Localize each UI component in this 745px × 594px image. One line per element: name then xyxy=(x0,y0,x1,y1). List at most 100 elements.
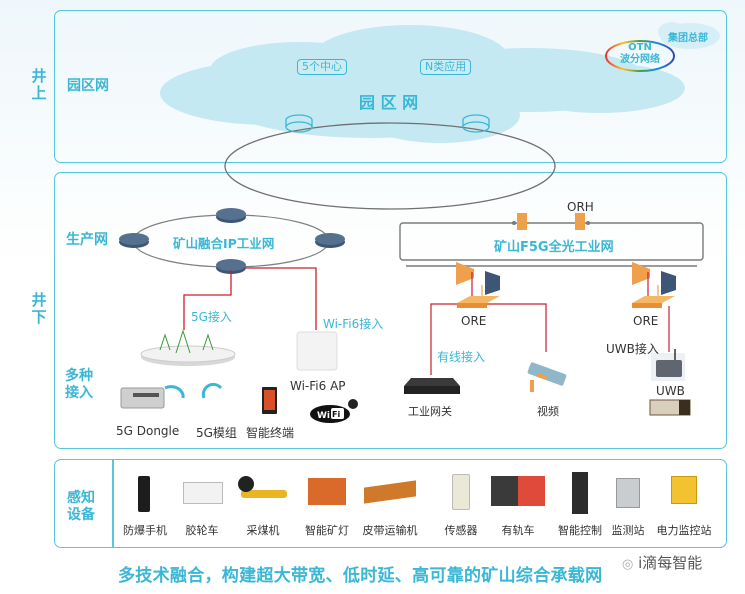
orh-icon xyxy=(575,213,585,230)
ore-right-label: ORE xyxy=(633,314,659,328)
watermark-text: i滴每智能 xyxy=(638,554,703,572)
access-label: 多种 接入 xyxy=(65,368,93,402)
link-wired-label: 有线接入 xyxy=(437,350,486,364)
sensing-item-phone: 防爆手机 xyxy=(123,470,167,537)
smart-terminal-icon xyxy=(262,387,277,414)
ore-device-icon xyxy=(457,296,500,308)
watermark: ◎ i滴每智能 xyxy=(622,552,702,573)
hq-label: 集团总部 xyxy=(668,33,708,44)
svg-text:Fi: Fi xyxy=(332,410,340,419)
link-video xyxy=(487,303,547,352)
underground-panel xyxy=(54,172,727,449)
sensing-item-label: 采煤机 xyxy=(246,524,280,537)
access-label-line2: 接入 xyxy=(65,385,93,401)
above-ground-text: 井上 xyxy=(31,67,47,102)
otn-label-line2: 波分网络 xyxy=(620,54,660,65)
sensing-item-control: 智能控制 xyxy=(556,470,604,537)
monitoring-station-icon xyxy=(616,478,640,508)
f5g-box xyxy=(399,222,704,261)
campus-panel xyxy=(54,10,727,163)
sensing-item-truck: 胶轮车 xyxy=(178,470,226,537)
gateway-label: 工业网关 xyxy=(408,405,452,418)
wifi6-ap-icon xyxy=(296,331,338,371)
sensing-item-label: 皮带运输机 xyxy=(362,524,418,537)
explosion-proof-phone-icon xyxy=(138,476,150,512)
sensing-label-line1: 感知 xyxy=(67,490,95,506)
link-wired xyxy=(430,303,457,375)
uwb-label: UWB xyxy=(656,384,685,398)
above-ground-label: 井上 xyxy=(30,68,48,102)
sensing-item-shearer: 采煤机 xyxy=(235,470,291,537)
ip-switch-icon xyxy=(216,259,246,274)
core-ring xyxy=(224,122,556,210)
smart-mining-lamp-icon xyxy=(308,478,346,505)
campus-cloud xyxy=(160,25,685,143)
sensing-divider xyxy=(112,460,114,547)
terminal-label: 智能终端 xyxy=(246,426,295,440)
orh-icon xyxy=(517,213,527,230)
sensing-item-sensor: 传感器 xyxy=(441,470,481,537)
uwb-anchor-icon xyxy=(651,349,685,381)
tag-5-centers: 5个中心 xyxy=(297,59,347,75)
wechat-icon: ◎ xyxy=(622,557,634,572)
sensing-panel xyxy=(54,459,727,548)
uwb-tag-icon xyxy=(649,399,691,416)
link-uwb-label: UWB接入 xyxy=(606,342,659,356)
campus-router-icon xyxy=(462,114,490,133)
ore-left-label: ORE xyxy=(461,314,487,328)
ip-switch-icon xyxy=(119,233,149,248)
below-ground-text: 井下 xyxy=(31,291,47,326)
coal-shearer-icon xyxy=(241,490,287,498)
sensing-item-label: 监测站 xyxy=(611,524,645,537)
sensing-item-lamp: 智能矿灯 xyxy=(304,470,350,537)
sensing-label-line2: 设备 xyxy=(67,507,95,523)
sensing-item-label: 智能控制 xyxy=(558,524,602,537)
sensing-item-monitor-station: 监测站 xyxy=(608,470,648,537)
5g-dongle-icon xyxy=(120,387,165,409)
wifi6-logo-icon: Wi Fi xyxy=(310,399,358,423)
access-label-line1: 多种 xyxy=(65,368,93,384)
campus-router-icon xyxy=(285,114,313,133)
f5g-title: 矿山F5G全光工业网 xyxy=(494,240,614,255)
ip-ring-title: 矿山融合IP工业网 xyxy=(173,236,275,251)
rail-vehicle-icon xyxy=(491,476,545,506)
rubber-tire-vehicle-icon xyxy=(183,482,223,504)
link-wifi6 xyxy=(246,267,317,330)
shearer-drum-icon xyxy=(238,476,254,492)
sensing-item-label: 防爆手机 xyxy=(123,524,167,537)
5g-base-station-icon xyxy=(140,329,236,366)
sensing-label: 感知 设备 xyxy=(67,490,95,524)
sensing-item-label: 传感器 xyxy=(444,524,478,537)
optical-splitter-icon xyxy=(632,262,676,295)
svg-text:Wi: Wi xyxy=(317,411,330,421)
video-label: 视频 xyxy=(537,405,559,418)
otn-ring xyxy=(605,40,675,72)
ip-switch-icon xyxy=(216,208,246,223)
signal-wave-icon xyxy=(201,382,223,399)
ip-switch-icon xyxy=(315,233,345,248)
link-wifi6-label: Wi-Fi6接入 xyxy=(323,317,384,331)
video-camera-icon xyxy=(527,362,567,392)
sensing-item-belt: 皮带运输机 xyxy=(362,470,418,537)
sensing-item-label: 智能矿灯 xyxy=(305,524,349,537)
below-ground-label: 井下 xyxy=(30,292,48,326)
sensing-item-label: 电力监控站 xyxy=(656,524,712,537)
industrial-gateway-icon xyxy=(404,378,460,394)
sensing-item-rail-car: 有轨车 xyxy=(490,470,546,537)
footer-title: 多技术融合，构建超大带宽、低时延、高可靠的矿山综合承载网 xyxy=(118,566,603,586)
link-5g xyxy=(183,270,232,330)
campus-label: 园区网 xyxy=(67,78,109,94)
signal-wave-icon xyxy=(164,385,185,399)
otn-label-line1: OTN xyxy=(628,42,652,53)
otn-label: OTN 波分网络 xyxy=(613,42,667,66)
dongle-label: 5G Dongle xyxy=(116,424,180,438)
optical-splitter-icon xyxy=(456,262,500,295)
belt-conveyor-icon xyxy=(364,480,416,504)
link-5g-label: 5G接入 xyxy=(191,310,232,324)
campus-cloud-title: 园 区 网 xyxy=(359,93,419,112)
sensing-item-power-monitor: 电力监控站 xyxy=(657,470,712,537)
sensing-item-label: 胶轮车 xyxy=(185,524,219,537)
wifi-ap-label: Wi-Fi6 AP xyxy=(290,379,346,393)
sensor-icon xyxy=(452,474,470,510)
